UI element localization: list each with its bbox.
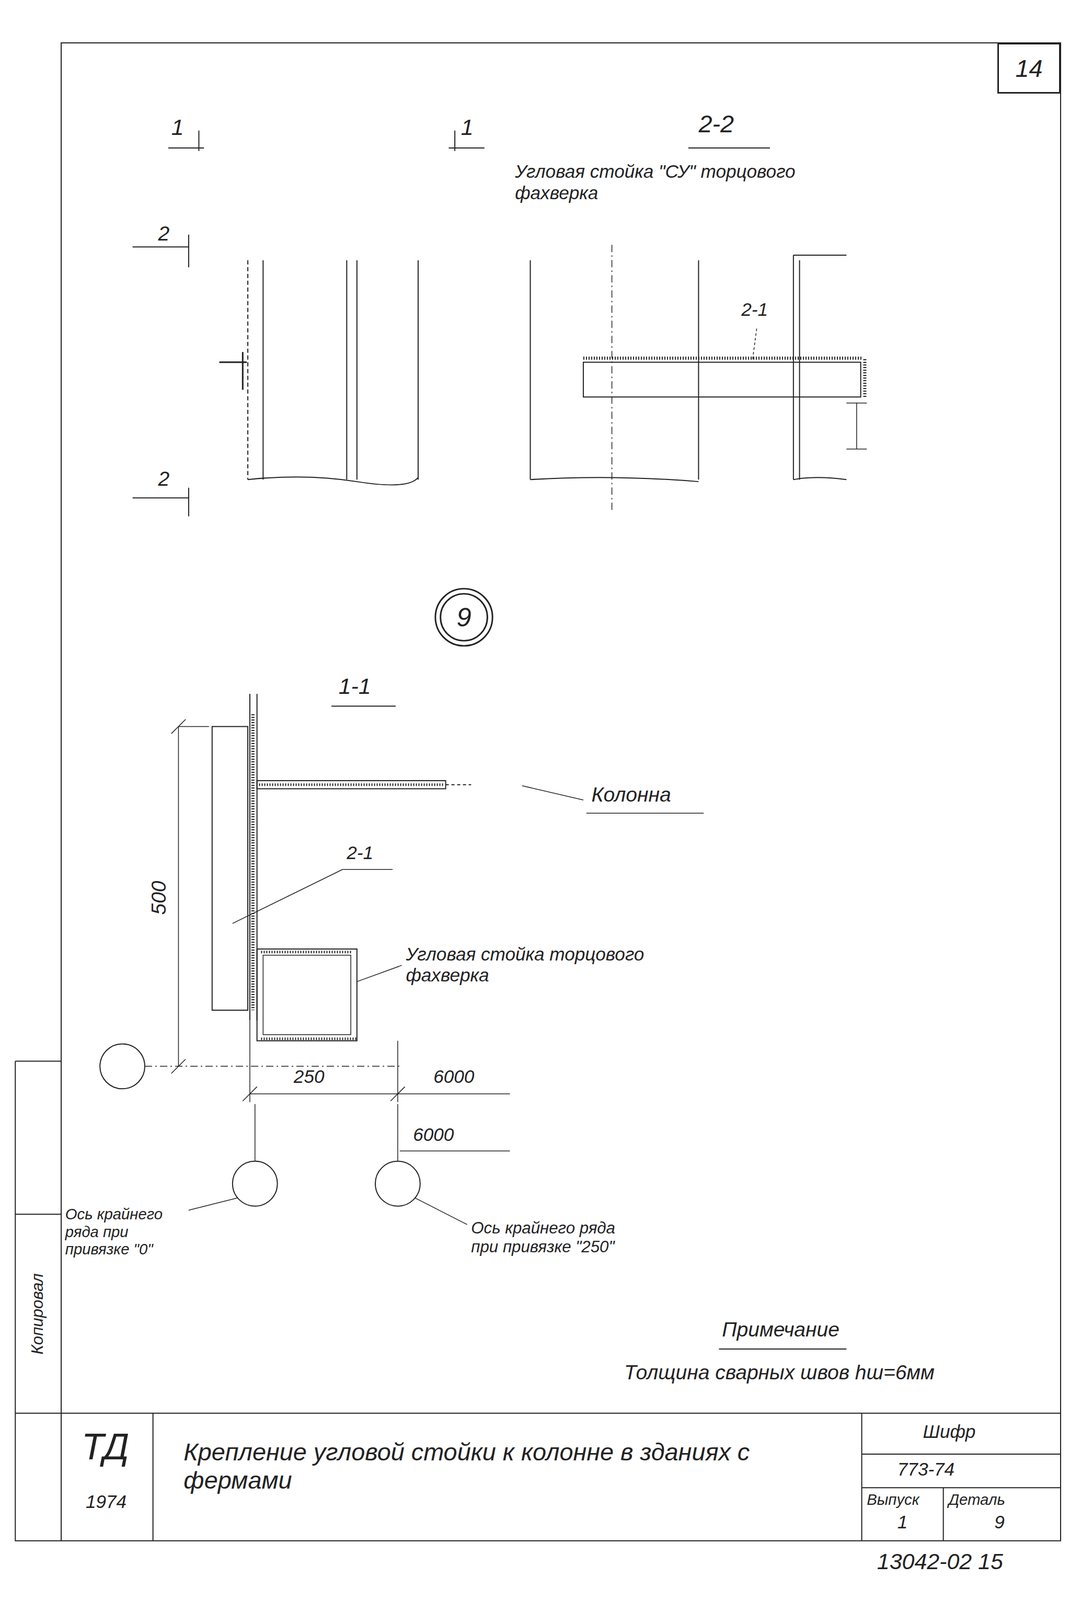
view-caption: Угловая стойка "СУ" торцового фахверка	[514, 161, 852, 204]
weld-seam	[259, 783, 444, 786]
connection-plate	[583, 362, 861, 397]
node-text: 14	[1015, 54, 1043, 83]
part-callout: 2-1	[741, 299, 768, 320]
axis-note: Ось крайнего ряда при привязке "250"	[470, 1218, 625, 1257]
leader-line	[357, 964, 402, 982]
dimension: 250	[293, 1065, 325, 1087]
corner-post-inner	[262, 955, 351, 1035]
title-block-grid	[61, 1412, 1061, 1541]
detail-circle-inner	[440, 593, 488, 641]
break-line	[530, 477, 699, 482]
section-title: 2-2	[698, 110, 734, 139]
column-flanges	[530, 260, 699, 480]
page-number-box: 14	[997, 42, 1061, 95]
dimension-line	[242, 1020, 510, 1102]
dimension-line	[846, 403, 867, 450]
cut-mark-label: 2	[157, 467, 170, 491]
column-web	[249, 693, 258, 1020]
corner-post-section	[257, 948, 358, 1041]
axis-circle	[375, 1160, 421, 1206]
title-block-cell: Выпуск	[866, 1490, 919, 1509]
center-line	[611, 244, 613, 510]
corner-post	[793, 255, 847, 480]
title-block-cell: 1974	[85, 1490, 127, 1512]
dimension-line	[399, 1150, 511, 1152]
leader-line	[752, 328, 757, 360]
dimension: 6000	[412, 1123, 454, 1145]
detail-circle-outer	[435, 588, 493, 646]
drawing-title: Крепление угловой стойки к колонне в зда…	[183, 1438, 837, 1495]
sheet-frame	[61, 42, 1061, 1541]
part-callout: 2-1	[346, 842, 374, 864]
title-block-cell: 773-74	[897, 1458, 955, 1480]
margin-strip	[15, 1061, 62, 1541]
dimension-line	[171, 719, 210, 1074]
signature-field: Копировал	[28, 1272, 48, 1354]
sheet-number: 13042-02 15	[877, 1548, 1004, 1574]
section-title-underline	[331, 705, 396, 707]
dimension: 6000	[433, 1065, 475, 1087]
title-block-cell: 1	[897, 1511, 908, 1533]
note-heading: Примечание	[721, 1317, 840, 1342]
section-mark: 1	[461, 114, 474, 141]
section-mark: 1	[171, 114, 184, 141]
title-block-cell: Деталь	[948, 1490, 1005, 1509]
note-underline	[718, 1348, 847, 1350]
axis-line	[144, 1065, 400, 1067]
section-title: 1-1	[338, 673, 372, 699]
weld-seam	[251, 714, 255, 1010]
detail-marker: 9	[433, 586, 495, 648]
dimension: 500	[147, 880, 171, 915]
axis-circle	[99, 1043, 145, 1089]
part-name: Колонна	[591, 783, 672, 807]
axis-note: Ось крайнего ряда при привязке "0"	[65, 1205, 186, 1259]
node-text: 9	[456, 601, 472, 633]
column-elevation-hidden	[247, 260, 249, 480]
title-block-cell: Шифр	[923, 1420, 976, 1442]
leader-line	[188, 1197, 468, 1225]
connection-plate	[212, 726, 248, 1010]
note-text: Толщина сварных швов hш=6мм	[624, 1360, 1053, 1385]
hidden-line	[445, 784, 472, 786]
cut-mark-label: 2	[157, 222, 170, 246]
weld-seam	[583, 358, 865, 398]
part-name: Угловая стойка торцового фахверка	[405, 943, 732, 986]
institute-mark: ТД	[81, 1425, 130, 1468]
leader-line	[232, 869, 393, 924]
axis-circle	[232, 1160, 278, 1206]
break-line	[247, 476, 419, 485]
axis-line	[255, 1104, 398, 1161]
plate-edge	[219, 351, 247, 390]
weld-seam	[260, 951, 357, 1039]
column-elevation	[262, 260, 419, 480]
column-flange	[257, 780, 446, 789]
title-block-cell: 9	[994, 1511, 1005, 1533]
cut-mark	[132, 234, 189, 517]
